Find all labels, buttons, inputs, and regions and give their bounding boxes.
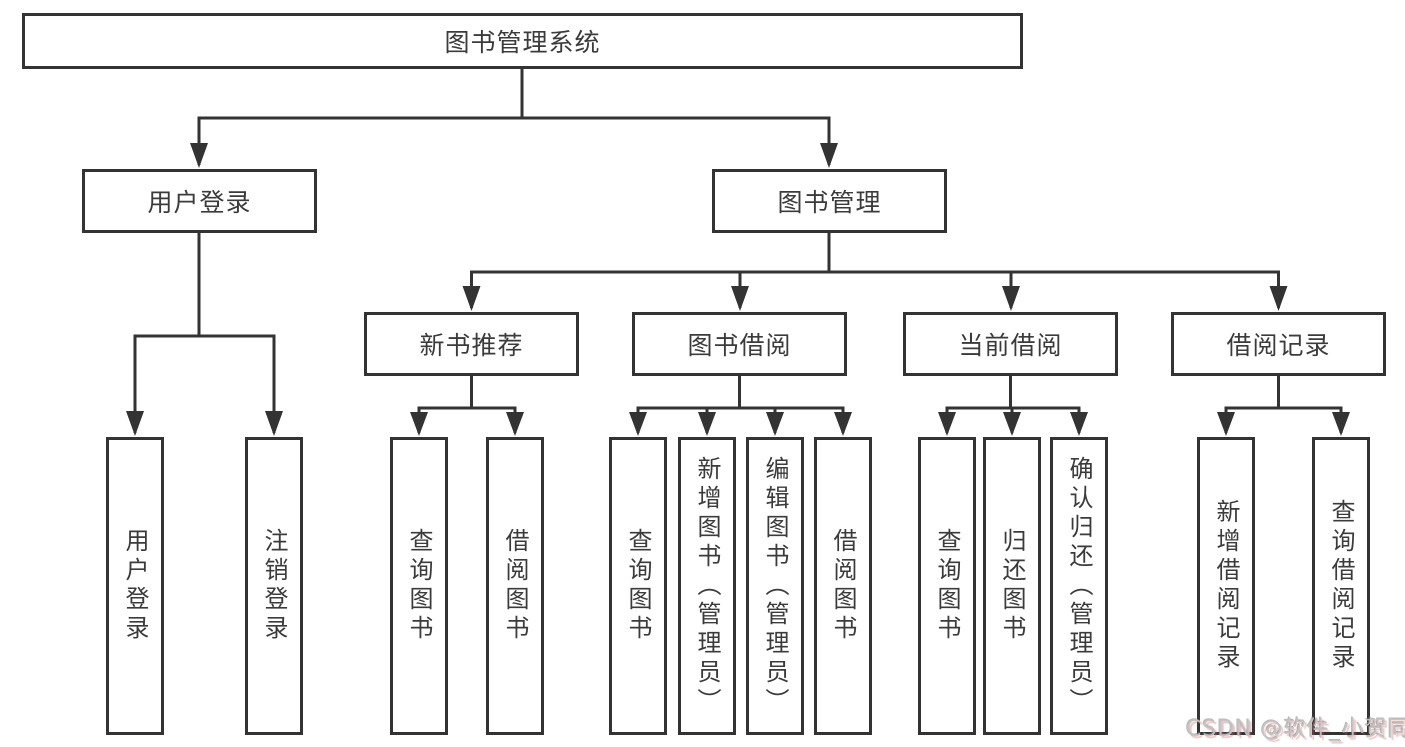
node-new-book-recommend-label: 新书推荐 (419, 331, 524, 360)
node-root: 图书管理系统 (22, 13, 1023, 69)
leaf-query-borrow-record: 查询借阅记录 (1312, 437, 1370, 735)
leaf-confirm-return-admin-label: 确认归还（管理员） (1065, 455, 1093, 717)
leaf-borrow-books-1: 借阅图书 (486, 437, 544, 735)
leaf-confirm-return-admin: 确认归还（管理员） (1050, 437, 1108, 735)
leaf-borrow-books-2: 借阅图书 (814, 437, 872, 735)
node-borrow-records: 借阅记录 (1171, 312, 1386, 376)
leaf-query-books-2: 查询图书 (609, 437, 667, 735)
leaf-logout: 注销登录 (245, 437, 303, 735)
leaf-borrow-books-2-label: 借阅图书 (829, 528, 857, 644)
leaf-user-login-label: 用户登录 (121, 528, 149, 644)
leaf-edit-books-admin-label: 编辑图书（管理员） (761, 455, 789, 717)
leaf-query-books-1: 查询图书 (390, 437, 448, 735)
leaf-return-books: 归还图书 (983, 437, 1041, 735)
node-user-login-label: 用户登录 (147, 188, 252, 217)
node-book-borrow-label: 图书借阅 (687, 331, 792, 360)
node-new-book-recommend: 新书推荐 (364, 312, 579, 376)
connector-root-to-level2 (190, 69, 838, 168)
node-current-borrow: 当前借阅 (903, 312, 1118, 376)
connector-book-borrow-children (629, 376, 852, 436)
node-current-borrow-label: 当前借阅 (958, 331, 1063, 360)
connector-new-book-children (410, 376, 524, 436)
node-book-management: 图书管理 (712, 169, 947, 233)
node-borrow-records-label: 借阅记录 (1226, 331, 1331, 360)
leaf-query-books-3-label: 查询图书 (933, 528, 961, 644)
leaf-add-borrow-record-label: 新增借阅记录 (1212, 499, 1240, 673)
node-root-label: 图书管理系统 (444, 28, 601, 57)
node-user-login: 用户登录 (82, 169, 317, 233)
connector-user-login-children (126, 233, 283, 436)
connector-current-borrow-children (938, 376, 1088, 436)
leaf-add-borrow-record: 新增借阅记录 (1197, 437, 1255, 735)
leaf-query-borrow-record-label: 查询借阅记录 (1327, 499, 1355, 673)
leaf-query-books-1-label: 查询图书 (405, 528, 433, 644)
leaf-edit-books-admin: 编辑图书（管理员） (746, 437, 804, 735)
leaf-user-login: 用户登录 (106, 437, 164, 735)
leaf-query-books-2-label: 查询图书 (624, 528, 652, 644)
leaf-borrow-books-1-label: 借阅图书 (501, 528, 529, 644)
leaf-return-books-label: 归还图书 (998, 528, 1026, 644)
connector-book-management-children (462, 233, 1288, 311)
leaf-query-books-3: 查询图书 (918, 437, 976, 735)
leaf-add-books-admin: 新增图书（管理员） (678, 437, 736, 735)
node-book-borrow: 图书借阅 (632, 312, 847, 376)
leaf-add-books-admin-label: 新增图书（管理员） (693, 455, 721, 717)
node-book-management-label: 图书管理 (777, 188, 882, 217)
connector-borrow-records-children (1217, 376, 1350, 436)
leaf-logout-label: 注销登录 (260, 528, 288, 644)
